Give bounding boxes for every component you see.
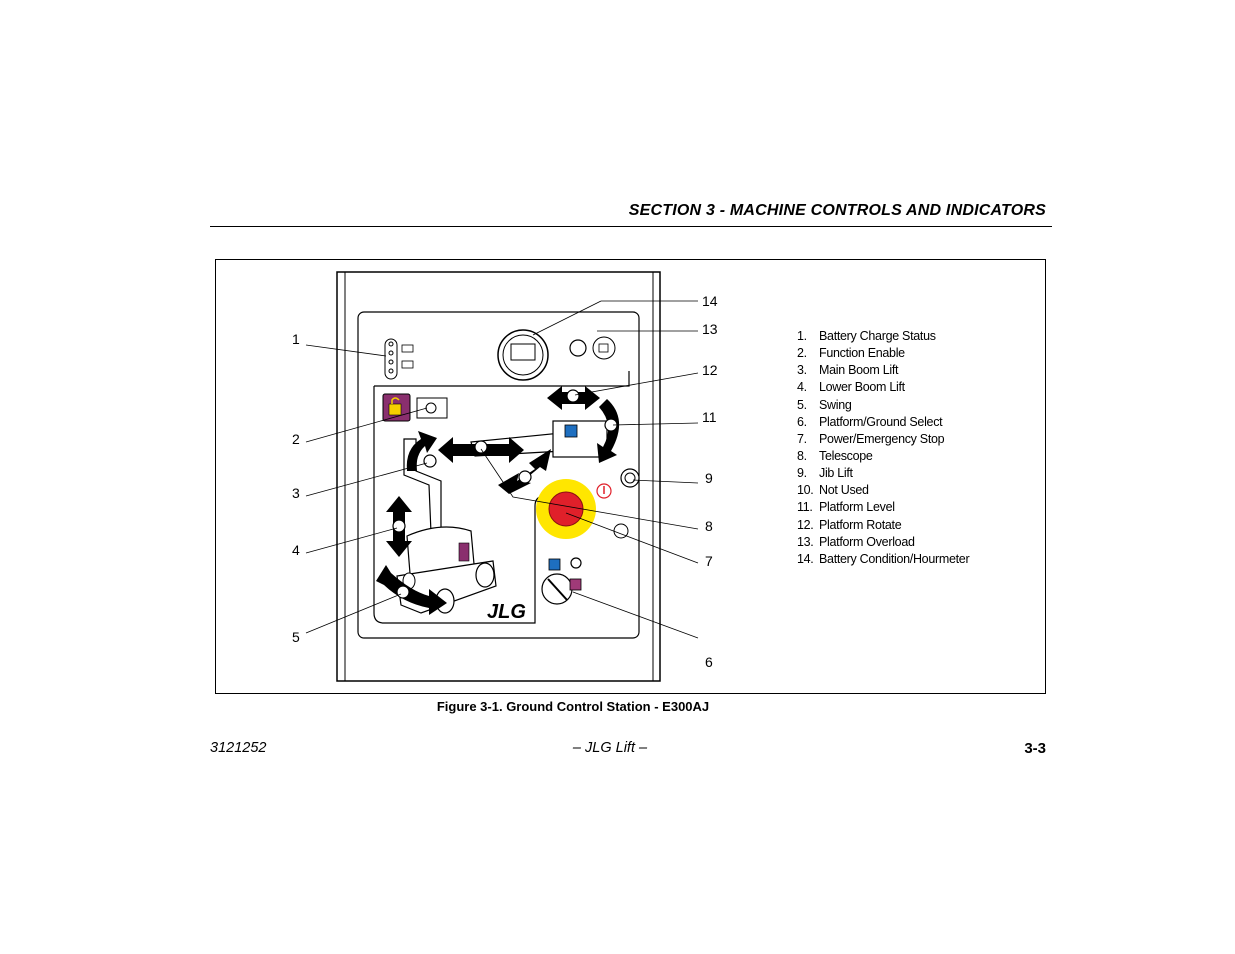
figure-caption: Figure 3-1. Ground Control Station - E30… (436, 699, 710, 714)
overload-weight-icon (598, 343, 609, 353)
platform-overload-icon (592, 336, 616, 360)
document-number: 3121252 (210, 740, 267, 756)
enable-lock-icon (391, 397, 400, 404)
leader-line (612, 422, 699, 426)
not-used-switch-inner (624, 472, 636, 484)
callout-number: 5 (292, 629, 300, 645)
leader-line (305, 593, 402, 634)
enable-lock-icon (388, 403, 402, 416)
callout-number: 7 (705, 553, 713, 569)
legend-item: 14.Battery Condition/Hourmeter (797, 551, 970, 566)
battery-charge-indicator (384, 338, 398, 380)
legend-item: 6.Platform/Ground Select (797, 414, 943, 429)
swing-switch (396, 585, 410, 599)
main-boom-arrow (406, 431, 437, 471)
machine-decal (458, 542, 470, 562)
leader-line (480, 448, 699, 530)
callout-number: 14 (702, 293, 718, 309)
legend-item: 4.Lower Boom Lift (797, 380, 905, 395)
section-title: SECTION 3 - MACHINE CONTROLS AND INDICAT… (628, 202, 1046, 219)
callout-number: 9 (705, 470, 713, 486)
leader-line (572, 591, 699, 639)
legend-item: 2.Function Enable (797, 346, 905, 361)
select-indicator (570, 557, 582, 569)
key-switch-key (547, 578, 568, 601)
legend-item: 1.Battery Charge Status (797, 329, 936, 343)
legend-item: 13.Platform Overload (797, 534, 915, 549)
leader-lines (305, 300, 699, 639)
led (388, 350, 394, 356)
leader-line (305, 462, 428, 497)
legend-item: 10.Not Used (797, 483, 869, 498)
platform-overload-light (569, 339, 587, 357)
platform-level-arrow (597, 399, 620, 463)
lower-boom-switch (392, 519, 406, 533)
legend-item: 12.Platform Rotate (797, 517, 902, 532)
swing-arrow (376, 565, 447, 615)
callout-number: 6 (705, 654, 713, 670)
leader-line (574, 372, 699, 396)
emergency-stop-button (548, 491, 584, 527)
leader-line (305, 344, 387, 357)
callout-number: 13 (702, 321, 718, 337)
leader-line (532, 300, 602, 336)
telescope-switch (474, 440, 488, 454)
legend-item: 11.Platform Level (797, 500, 895, 515)
figure-legend: 1.Battery Charge Status 2.Function Enabl… (797, 328, 970, 568)
callout-number: 11 (702, 409, 717, 425)
legend-item: 5.Swing (797, 397, 852, 412)
leader-line (305, 407, 428, 443)
main-boom-switch (423, 454, 437, 468)
ground-select-indicator (569, 578, 582, 591)
legend-item: 8.Telescope (797, 448, 873, 463)
callout-number: 12 (702, 362, 718, 378)
toggle-switch (425, 402, 437, 414)
callout-number: 8 (705, 518, 713, 534)
callout-number: 2 (292, 431, 300, 447)
callout-number: 3 (292, 485, 300, 501)
header-rule (210, 226, 1052, 227)
callout-number: 4 (292, 542, 300, 558)
control-station-diagram: JLG (292, 271, 718, 682)
figure-frame: JLG (215, 259, 1046, 694)
battery-icon (401, 344, 414, 353)
leader-line (632, 479, 699, 484)
hourmeter-display (510, 343, 536, 361)
led (388, 368, 394, 374)
platform-select-icon (564, 424, 578, 438)
platform-rotate-switch (566, 389, 580, 403)
led (388, 359, 394, 365)
leader-line (565, 512, 699, 564)
platform-select-indicator (548, 558, 561, 571)
jlg-logo: JLG (487, 601, 526, 623)
led (388, 341, 394, 347)
page-number: 3-3 (1024, 740, 1046, 757)
jib-switch (518, 470, 532, 484)
wheel (475, 562, 495, 588)
legend-item: 3.Main Boom Lift (797, 363, 899, 378)
callout-number: 1 (292, 331, 300, 347)
jib-arrow (498, 449, 551, 494)
legend-item: 7.Power/Emergency Stop (797, 431, 945, 446)
legend-item: 9.Jib Lift (797, 466, 853, 481)
battery-icon (401, 360, 414, 369)
leader-line (305, 527, 398, 554)
footer-title: – JLG Lift – (572, 740, 648, 756)
